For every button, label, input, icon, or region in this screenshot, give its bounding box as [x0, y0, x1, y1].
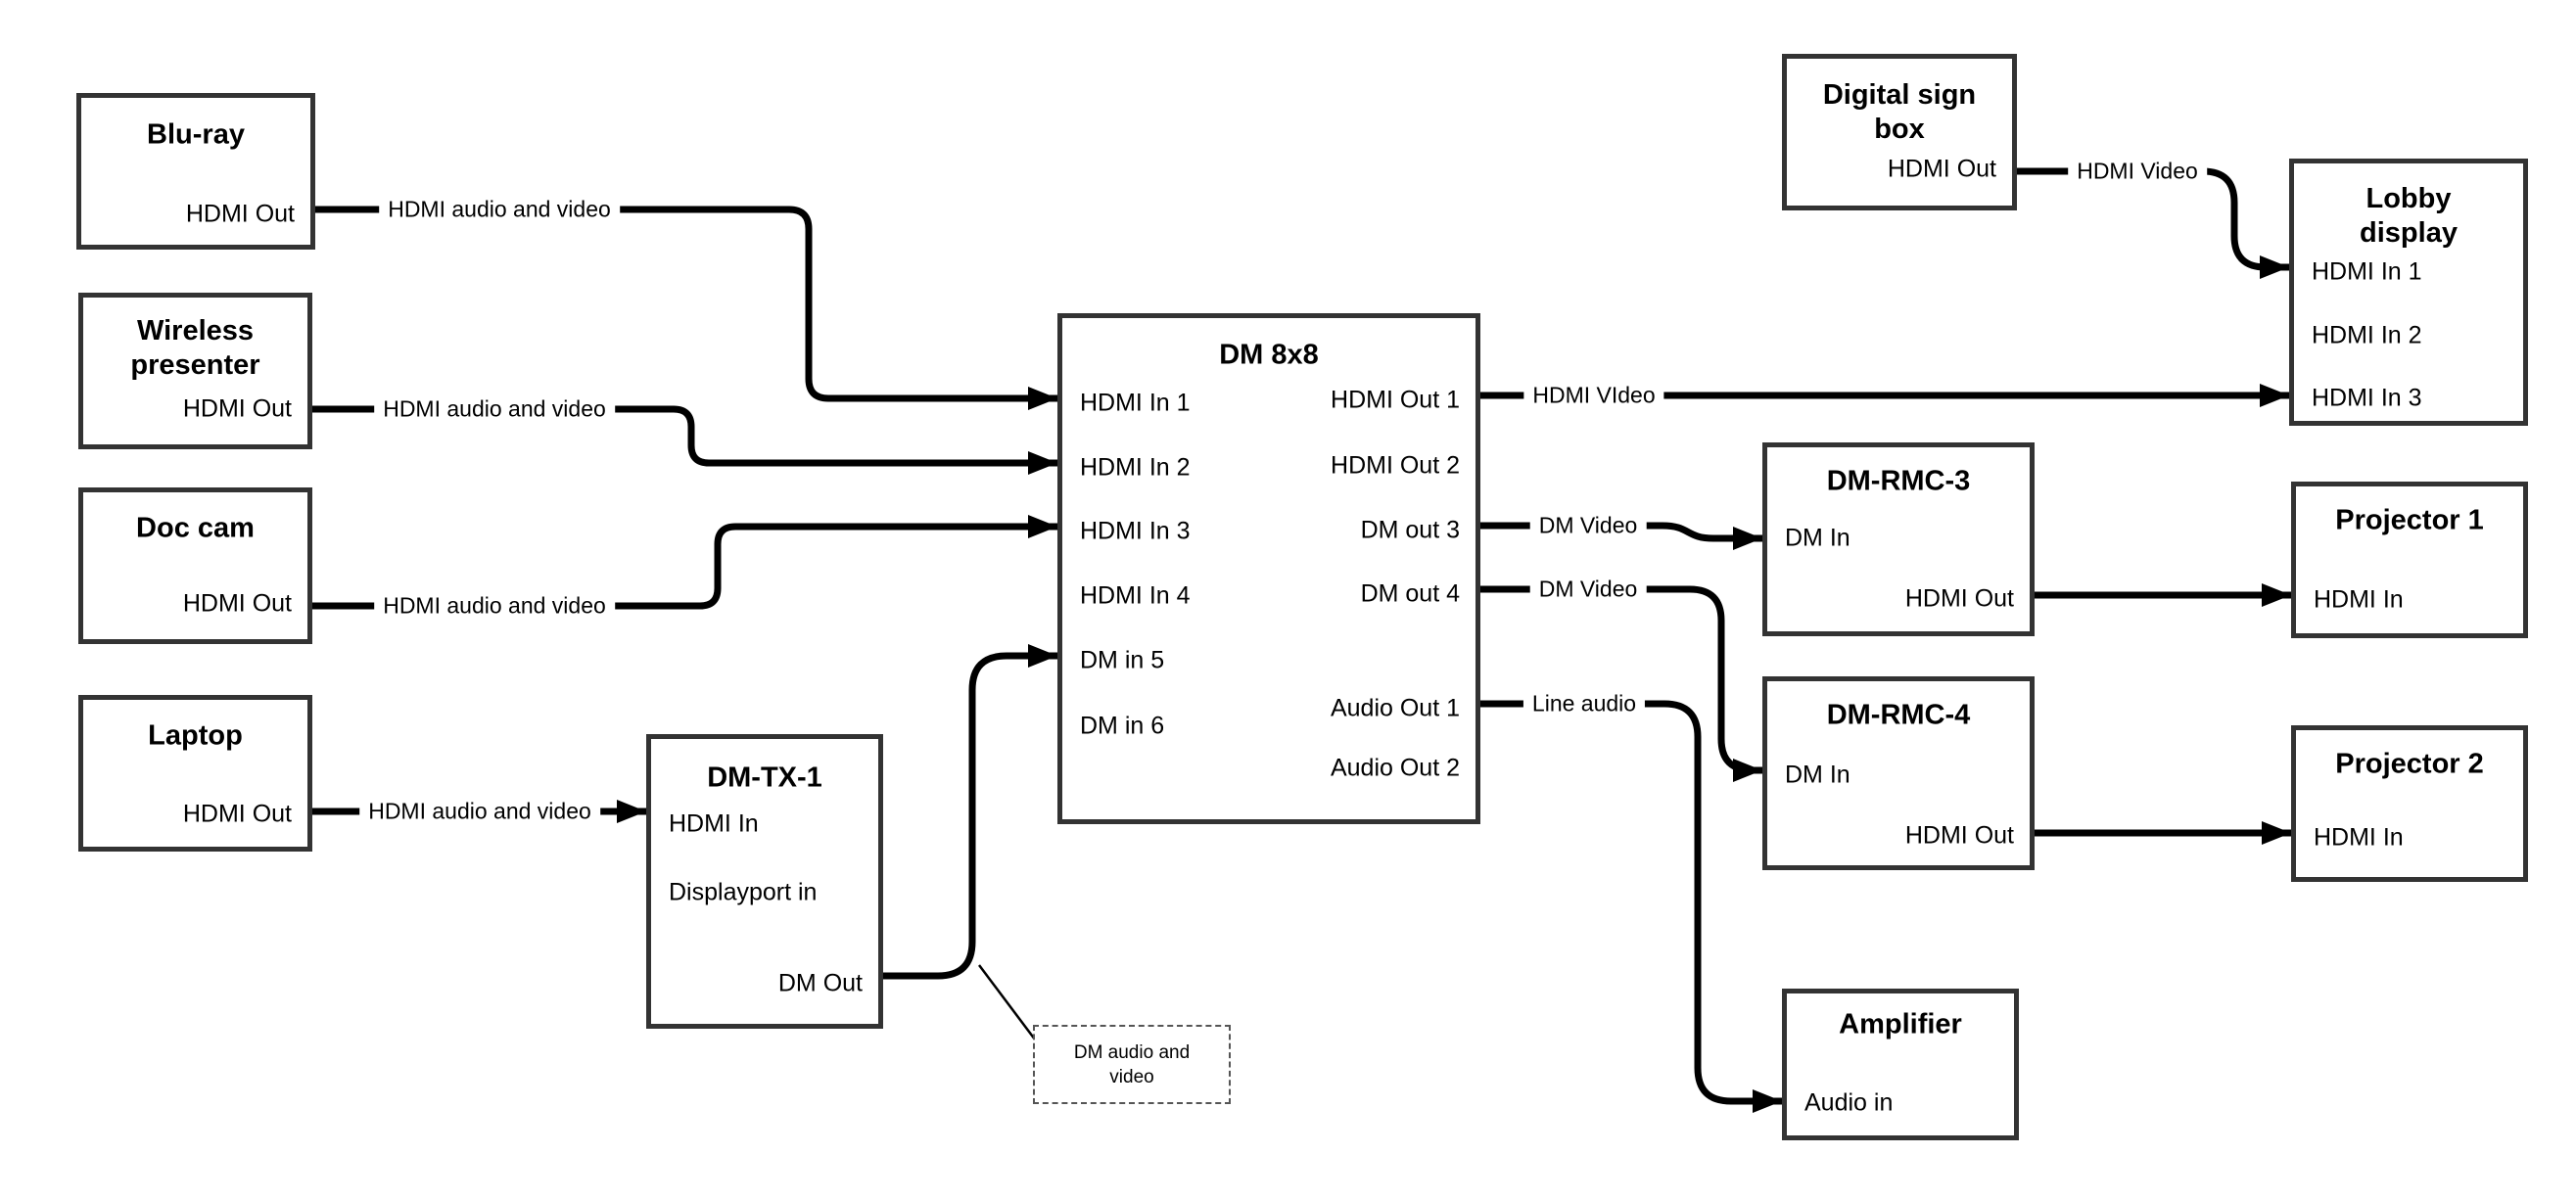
- wire-label-wireless-feed: HDMI audio and video: [374, 395, 615, 423]
- dm-8x8-port-dm-out-4: DM out 4: [1360, 579, 1460, 608]
- wire-label-doccam-feed: HDMI audio and video: [374, 592, 615, 620]
- wire-label-line-audio: Line audio: [1522, 690, 1646, 717]
- bluray-port-hdmi-out: HDMI Out: [185, 200, 295, 228]
- amplifier-node: Amplifier Audio in: [1782, 989, 2019, 1140]
- dm-8x8-title: DM 8x8: [1219, 339, 1319, 371]
- dm-8x8-port-hdmi-out-1: HDMI Out 1: [1331, 386, 1460, 414]
- projector-1-title: Projector 1: [2335, 504, 2484, 536]
- doc-cam-title: Doc cam: [136, 512, 255, 544]
- dm-tx-1-port-dm-out: DM Out: [777, 969, 863, 997]
- bluray-title: Blu-ray: [147, 118, 245, 151]
- dm-8x8-port-hdmi-in-3: HDMI In 3: [1080, 517, 1191, 545]
- laptop-title: Laptop: [148, 719, 243, 752]
- projector-2-title: Projector 2: [2335, 748, 2484, 780]
- dm-8x8-port-dm-out-3: DM out 3: [1360, 516, 1460, 544]
- wire-dmtx1-to-dm8x8-in5: [883, 644, 1057, 980]
- dm-8x8-port-audio-out-2: Audio Out 2: [1330, 754, 1460, 782]
- projector-2-port-hdmi-in: HDMI In: [2314, 823, 2404, 852]
- dm-8x8-port-hdmi-out-2: HDMI Out 2: [1331, 451, 1460, 480]
- dm-rmc-3-port-dm-in: DM In: [1785, 524, 1850, 552]
- dm-rmc-4-node: DM-RMC-4 DM In HDMI Out: [1762, 676, 2035, 870]
- laptop-node: Laptop HDMI Out: [78, 695, 312, 852]
- dm-rmc-3-node: DM-RMC-3 DM In HDMI Out: [1762, 442, 2035, 636]
- wire-wireless-to-dm8x8-in2: [312, 405, 1057, 475]
- digital-sign-box-port-hdmi-out: HDMI Out: [1887, 155, 1996, 183]
- wire-label-dm-video-out3: DM Video: [1529, 512, 1647, 539]
- digital-sign-box-title: Digital sign box: [1822, 79, 1977, 145]
- dm-8x8-port-hdmi-in-4: HDMI In 4: [1080, 581, 1191, 610]
- projector-2-node: Projector 2 HDMI In: [2291, 725, 2528, 882]
- dm-tx-1-title: DM-TX-1: [707, 762, 822, 794]
- dm-rmc-4-port-hdmi-out: HDMI Out: [1904, 821, 2014, 850]
- wire-dm8x8-out3-to-dmrmc3: [1480, 522, 1762, 550]
- dm-tx-1-node: DM-TX-1 HDMI In Displayport in DM Out: [646, 734, 883, 1029]
- wireless-presenter-title: Wireless presenter: [130, 315, 260, 381]
- dm-rmc-4-title: DM-RMC-4: [1826, 699, 1971, 731]
- dm-8x8-port-audio-out-1: Audio Out 1: [1330, 694, 1460, 722]
- wire-doccam-to-dm8x8-in3: [312, 515, 1057, 610]
- amplifier-title: Amplifier: [1839, 1008, 1962, 1040]
- projector-1-port-hdmi-in: HDMI In: [2314, 585, 2404, 614]
- dm-8x8-port-hdmi-in-1: HDMI In 1: [1080, 389, 1191, 417]
- amplifier-port-audio-in: Audio in: [1804, 1088, 1894, 1117]
- wireless-presenter-node: Wireless presenter HDMI Out: [78, 293, 312, 449]
- dm-8x8-port-hdmi-in-2: HDMI In 2: [1080, 453, 1191, 482]
- digital-sign-box-node: Digital sign box HDMI Out: [1782, 54, 2017, 210]
- wire-dm8x8-out4-to-dmrmc4: [1480, 585, 1762, 782]
- dm-8x8-port-dm-in-5: DM in 5: [1080, 646, 1165, 674]
- lobby-display-node: Lobby display HDMI In 1 HDMI In 2 HDMI I…: [2289, 159, 2528, 426]
- dm-8x8-port-dm-in-6: DM in 6: [1080, 712, 1165, 740]
- wireless-presenter-port-hdmi-out: HDMI Out: [182, 394, 292, 423]
- doc-cam-port-hdmi-out: HDMI Out: [182, 589, 292, 618]
- dm-tx-1-port-hdmi-in: HDMI In: [669, 809, 759, 838]
- lobby-display-port-hdmi-in-2: HDMI In 2: [2312, 321, 2422, 349]
- wire-label-laptop-feed: HDMI audio and video: [359, 798, 600, 825]
- wire-label-digitalsign-feed: HDMI Video: [2068, 158, 2207, 185]
- doc-cam-node: Doc cam HDMI Out: [78, 487, 312, 644]
- wire-label-hdmi-video-out1: HDMI VIdeo: [1523, 382, 1664, 409]
- laptop-port-hdmi-out: HDMI Out: [182, 800, 292, 828]
- dm-8x8-node: DM 8x8 HDMI In 1 HDMI In 2 HDMI In 3 HDM…: [1057, 313, 1480, 824]
- lobby-display-port-hdmi-in-1: HDMI In 1: [2312, 257, 2422, 286]
- dm-rmc-4-port-dm-in: DM In: [1785, 761, 1850, 789]
- dm-rmc-3-port-hdmi-out: HDMI Out: [1904, 584, 2014, 613]
- note-leader-line: [978, 964, 1036, 1040]
- wire-label-bluray-feed: HDMI audio and video: [379, 196, 620, 223]
- lobby-display-title: Lobby display: [2360, 183, 2458, 249]
- dm-tx-1-port-displayport-in: Displayport in: [669, 878, 818, 906]
- lobby-display-port-hdmi-in-3: HDMI In 3: [2312, 384, 2422, 412]
- projector-1-node: Projector 1 HDMI In: [2291, 482, 2528, 638]
- wire-digitalsign-to-lobby-in1: [2017, 167, 2289, 279]
- wire-bluray-to-dm8x8-in1: [315, 206, 1057, 410]
- dm-rmc-3-title: DM-RMC-3: [1826, 465, 1971, 497]
- wire-label-dm-video-out4: DM Video: [1529, 576, 1647, 603]
- bluray-node: Blu-ray HDMI Out: [76, 93, 315, 250]
- wire-dm8x8-aout1-to-amplifier: [1480, 700, 1782, 1113]
- dm-audio-video-note: DM audio and video: [1033, 1025, 1231, 1104]
